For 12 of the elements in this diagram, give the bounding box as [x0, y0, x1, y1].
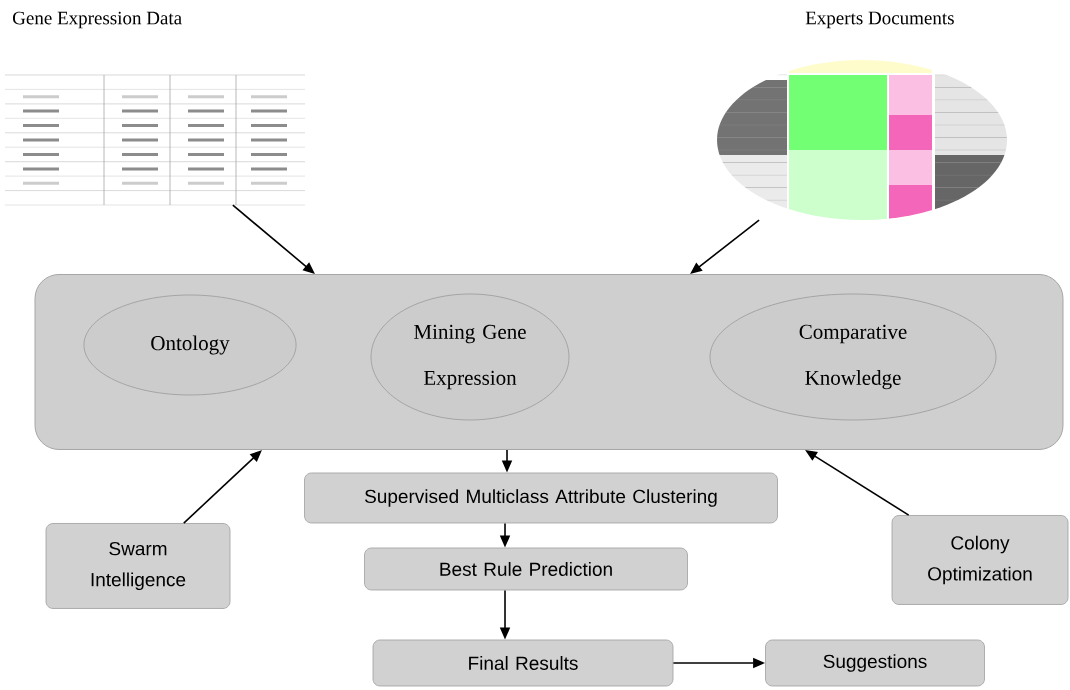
- process-box: Final Results: [372, 639, 674, 687]
- heading: Gene Expression Data: [13, 11, 182, 29]
- process-box: Colony Optimization: [891, 515, 1069, 605]
- arrow: [183, 450, 262, 524]
- process-box: Swarm Intelligence: [45, 523, 231, 609]
- heading: Experts Documents: [805, 11, 954, 29]
- process-box: Best Rule Prediction: [364, 547, 688, 591]
- process-box: Supervised Multiclass Attribute Clustering: [304, 472, 778, 524]
- arrow: [690, 219, 760, 274]
- arrow: [805, 450, 910, 516]
- process-box: Suggestions: [765, 639, 985, 687]
- arrow: [232, 204, 315, 274]
